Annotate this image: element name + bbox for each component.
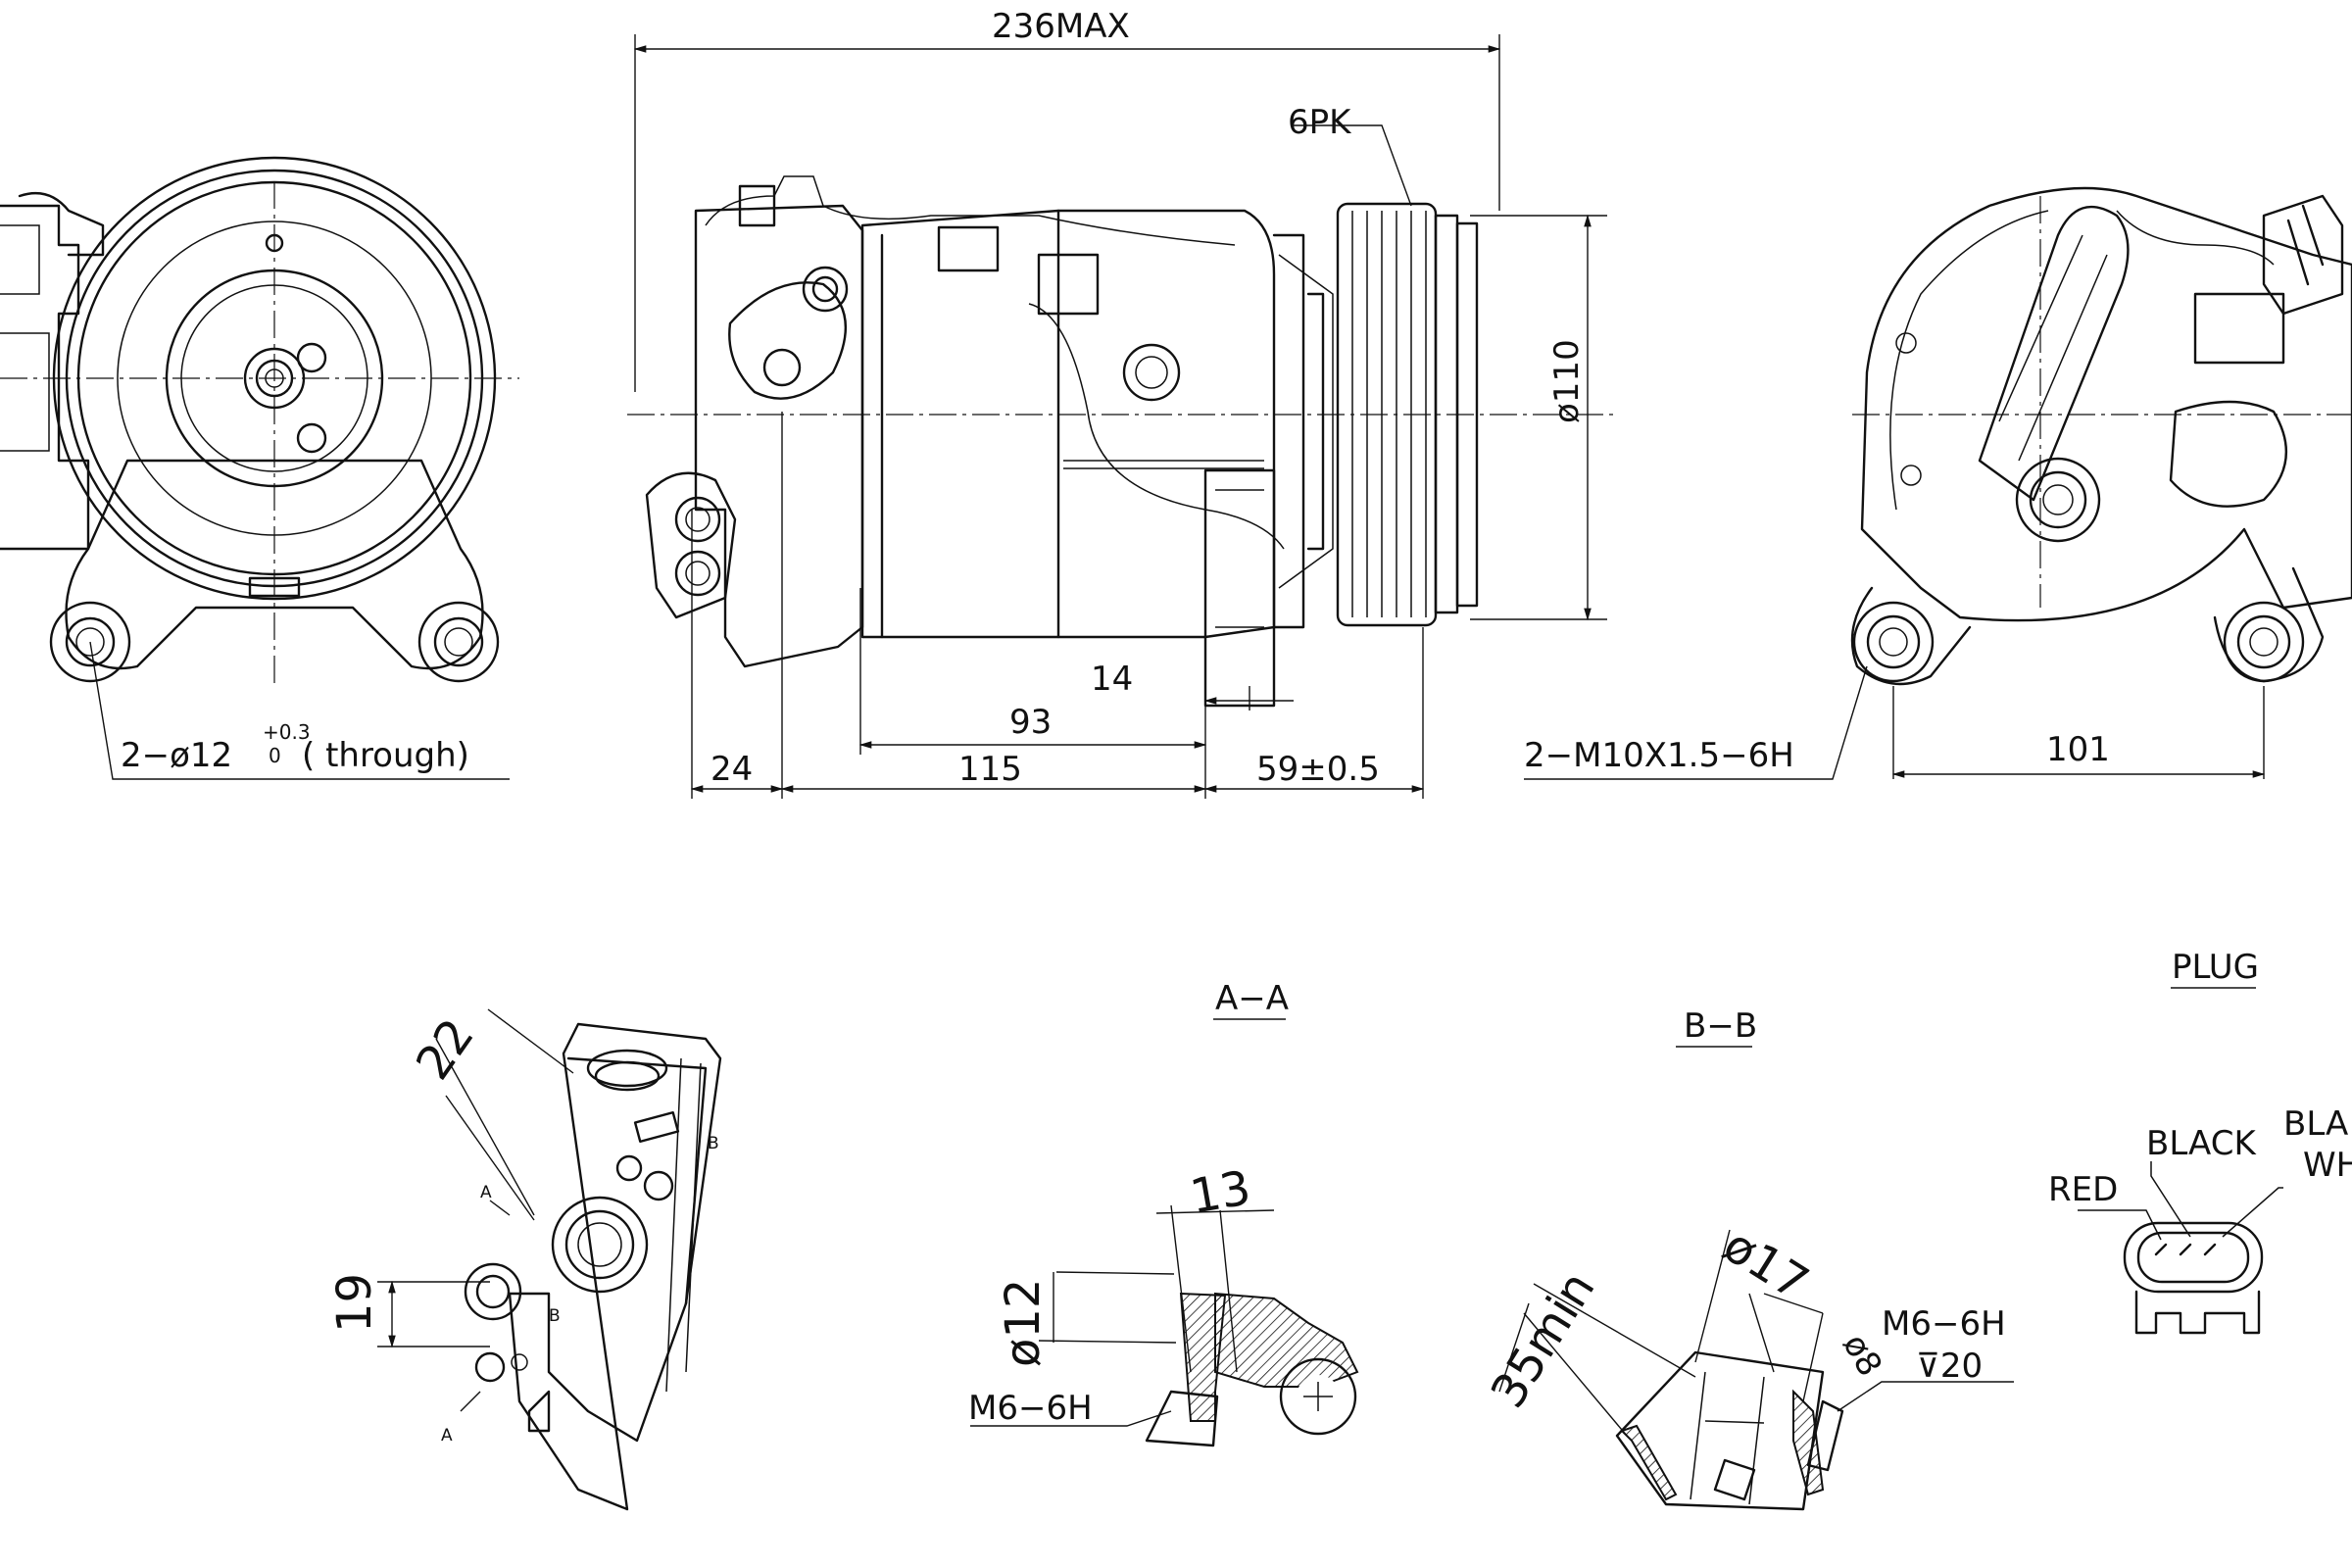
mount-tol-upper: +0.3 — [263, 720, 311, 744]
front-view — [0, 156, 519, 780]
wire-white-partial-label: WH — [2303, 1146, 2352, 1185]
section-bb-view — [1498, 1046, 2014, 1511]
aa-13-label: 13 — [1186, 1160, 1254, 1225]
side-view — [627, 34, 1617, 799]
dim-59-label: 59±0.5 — [1256, 750, 1380, 789]
mark-a-top: A — [480, 1183, 492, 1202]
dim-115-label: 115 — [958, 750, 1022, 789]
bb-thread-label: M6−6H — [1882, 1304, 2006, 1344]
mount-tol-lower: 0 — [269, 744, 281, 767]
section-bb-title: B−B — [1684, 1006, 1757, 1046]
detail-22-label: 22 — [406, 1009, 485, 1090]
bb-depth-label: ⊽20 — [1916, 1347, 1983, 1386]
section-aa-title: A−A — [1215, 979, 1289, 1018]
mount-holes-label: 2−ø12 — [121, 736, 232, 775]
detail-19-label: 19 — [327, 1273, 382, 1333]
wire-black-label: BLACK — [2146, 1124, 2257, 1163]
port-detail-view — [377, 1008, 722, 1511]
section-aa-view — [970, 1018, 1359, 1447]
mark-a-bottom: A — [441, 1426, 453, 1446]
dim-93-label: 93 — [1009, 703, 1052, 742]
aa-thread-label: M6−6H — [968, 1389, 1093, 1428]
pulley-diameter-label: ø110 — [1547, 339, 1587, 423]
plug-view — [2078, 987, 2283, 1335]
aa-12-label: ø12 — [996, 1279, 1051, 1367]
dim-101-label: 101 — [2046, 730, 2110, 769]
mark-b-top: B — [708, 1134, 719, 1153]
wire-red-label: RED — [2048, 1170, 2118, 1209]
overall-length-label: 236MAX — [992, 7, 1130, 46]
rear-thread-label: 2−M10X1.5−6H — [1524, 736, 1794, 775]
dim-14-label: 14 — [1091, 660, 1133, 699]
wire-black-partial-label: BLA — [2283, 1104, 2348, 1144]
mark-b-bottom: B — [549, 1306, 561, 1326]
rear-view — [1524, 186, 2352, 780]
belt-label: 6PK — [1288, 103, 1352, 142]
plug-title: PLUG — [2172, 948, 2259, 987]
dim-24-label: 24 — [710, 750, 753, 789]
bb-35min-label: 35min — [1481, 1262, 1606, 1417]
mount-note-label: ( through) — [302, 736, 469, 775]
